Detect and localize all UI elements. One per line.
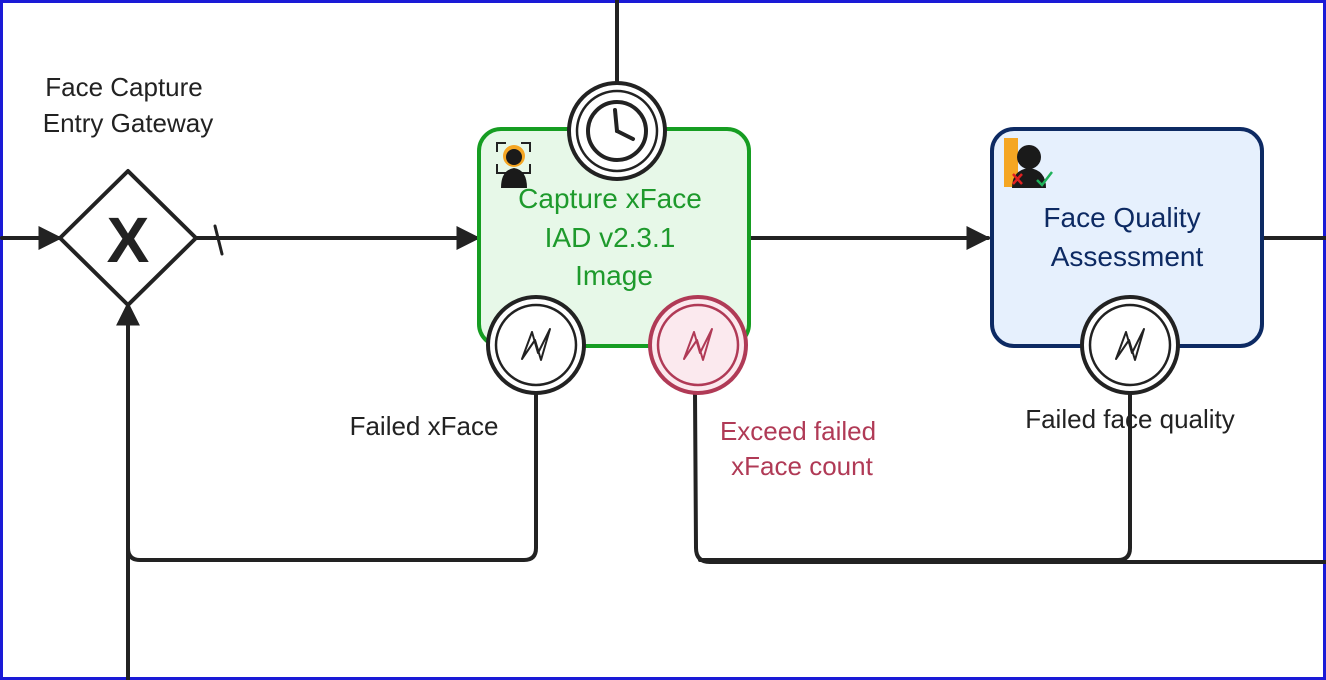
capture-task-line2: IAD v2.3.1 <box>545 222 676 253</box>
capture-task-line3: Image <box>575 260 653 291</box>
flow-failed-xface[interactable] <box>126 391 538 562</box>
gateway-label-line2: Entry Gateway <box>43 108 214 138</box>
exclusive-gateway[interactable]: X <box>58 169 198 307</box>
quality-task-line1: Face Quality <box>1043 202 1200 233</box>
capture-task-line1: Capture xFace <box>518 183 702 214</box>
failed-quality-event[interactable] <box>1080 295 1180 395</box>
flow-failed-quality[interactable] <box>698 391 1132 562</box>
exceed-failed-event[interactable] <box>648 295 748 395</box>
face-scan-icon <box>496 142 531 188</box>
failed-quality-label: Failed face quality <box>1025 404 1235 434</box>
gateway-label-line1: Face Capture <box>45 72 203 102</box>
default-flow-marker <box>213 224 224 256</box>
gateway-x-marker: X <box>107 204 150 276</box>
failed-xface-event[interactable] <box>486 295 586 395</box>
failed-xface-label: Failed xFace <box>350 411 499 441</box>
exceed-label-line2: xFace count <box>731 451 873 481</box>
quality-task-line2: Assessment <box>1051 241 1204 272</box>
clock-icon <box>586 100 648 162</box>
timer-event[interactable] <box>567 81 667 181</box>
face-quality-check-icon <box>1004 138 1053 188</box>
exceed-label-line1: Exceed failed <box>720 416 876 446</box>
